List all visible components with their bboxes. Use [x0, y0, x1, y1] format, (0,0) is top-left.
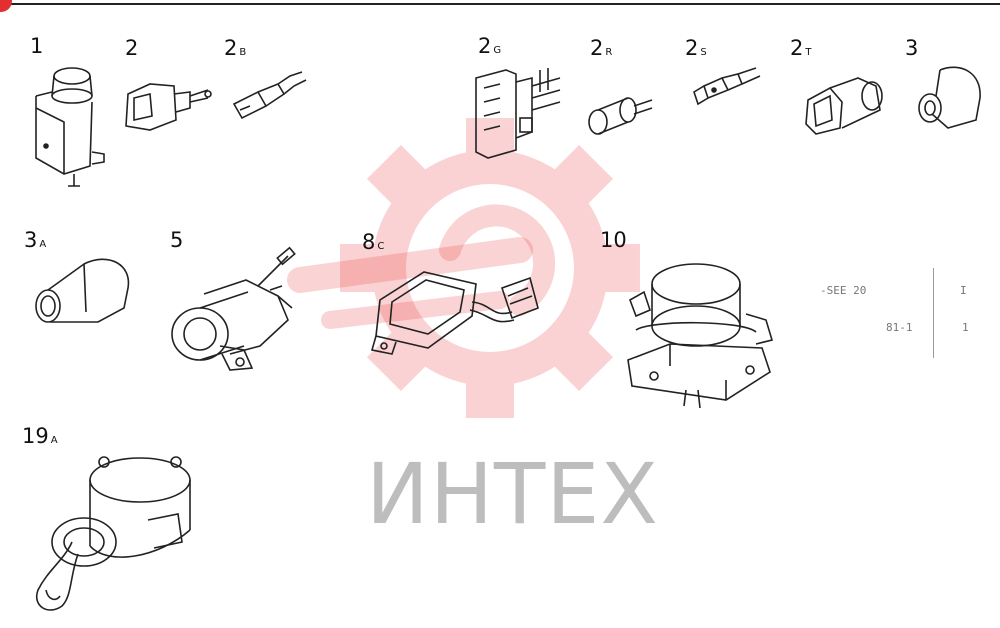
part-2-connector-drawing: [120, 72, 215, 146]
part-1-switch-drawing: [28, 62, 118, 198]
scan-mark-row2-right: 1: [962, 321, 969, 334]
scan-mark-row2-left: 81-1: [886, 321, 913, 334]
part-2t-housing-drawing: [800, 66, 890, 146]
part-2g-multipin-block-drawing: [470, 62, 575, 166]
part-10-relay-unit-drawing: [610, 240, 780, 424]
scan-mark-row1-right: I: [960, 284, 967, 297]
part-8c-regulator-drawing: [352, 262, 552, 366]
part-2s-pin-drawing: [688, 64, 768, 118]
part-label-2: 2: [125, 36, 139, 60]
part-3-boot-cap-drawing: [910, 62, 990, 142]
part-label-10: 10: [600, 228, 627, 252]
part-label-1: 1: [30, 34, 44, 58]
part-label-5: 5: [170, 228, 184, 252]
part-label-3: 3: [905, 36, 919, 60]
watermark-text: ИНТЕХ: [366, 445, 659, 543]
scan-mark-divider: [933, 268, 934, 358]
scan-mark-row1-left: -SEE 20: [820, 284, 867, 297]
part-3a-boot-drawing: [28, 252, 138, 336]
top-rule: [0, 3, 1000, 5]
part-2b-terminal-drawing: [228, 66, 310, 130]
part-5-solenoid-drawing: [160, 246, 310, 384]
part-2r-sleeve-drawing: [584, 82, 659, 146]
part-19a-ignition-switch-drawing: [28, 450, 208, 624]
